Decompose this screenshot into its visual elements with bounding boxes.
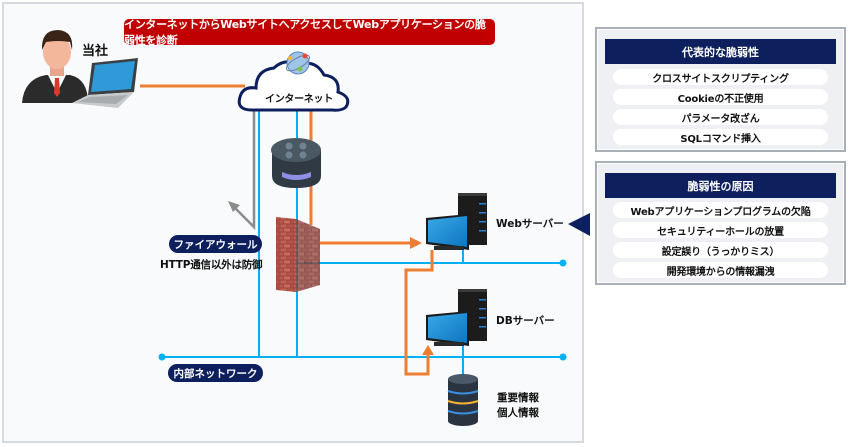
- internet-cloud-icon: [237, 51, 350, 112]
- vulnerability-item: SQLコマンド挿入: [613, 129, 828, 145]
- firewall-note: HTTP通信以外は防御: [160, 259, 263, 271]
- cause-item: Webアプリケーションプログラムの欠陥: [613, 202, 828, 218]
- causes-title: 脆弱性の原因: [605, 173, 836, 198]
- internal-network-badge: 内部ネットワーク: [168, 364, 263, 382]
- vulnerabilities-panel: 代表的な脆弱性 クロスサイトスクリプティング Cookieの不正使用 パラメータ…: [595, 27, 846, 152]
- vulnerability-item: クロスサイトスクリプティング: [613, 69, 828, 85]
- vulnerability-item: Cookieの不正使用: [613, 89, 828, 105]
- data-label-personal: 個人情報: [497, 407, 539, 419]
- access-path: [140, 84, 434, 376]
- person-icon: [22, 30, 88, 103]
- company-label: 当社: [82, 44, 109, 59]
- cause-item: セキュリティーホールの放置: [613, 222, 828, 238]
- database-icon: [447, 374, 479, 426]
- db-arrowhead-icon: [422, 345, 434, 355]
- pointer-triangle-icon: [568, 213, 590, 236]
- data-label-important: 重要情報: [497, 392, 539, 404]
- cause-item: 開発環境からの情報漏洩: [613, 262, 828, 278]
- blocked-path: [228, 107, 256, 231]
- router-icon: [271, 138, 321, 188]
- web-arrowhead-icon: [410, 237, 422, 249]
- db-server-icon: [426, 289, 487, 346]
- db-server-label: DBサーバー: [496, 315, 555, 327]
- web-server-label: Webサーバー: [496, 218, 564, 230]
- blocked-arrowhead-icon: [228, 201, 240, 212]
- firewall-icon: [276, 217, 320, 292]
- dmz-network-endpoint: [559, 259, 567, 267]
- internal-network-endpoint-left: [158, 353, 166, 361]
- causes-panel: 脆弱性の原因 Webアプリケーションプログラムの欠陥 セキュリティーホールの放置…: [595, 161, 846, 285]
- vulnerability-item: パラメータ改ざん: [613, 109, 828, 125]
- firewall-badge: ファイアウォール: [169, 235, 262, 253]
- vulnerabilities-title: 代表的な脆弱性: [605, 39, 836, 64]
- diagnosis-banner: インターネットからWebサイトへアクセスしてWebアプリケーションの脆弱性を診断: [124, 18, 495, 47]
- cause-item: 設定誤り（うっかりミス）: [613, 242, 828, 258]
- web-server-icon: [426, 193, 487, 250]
- internal-network-endpoint-right: [559, 353, 567, 361]
- internet-label: インターネット: [265, 94, 333, 105]
- laptop-icon: [72, 58, 138, 108]
